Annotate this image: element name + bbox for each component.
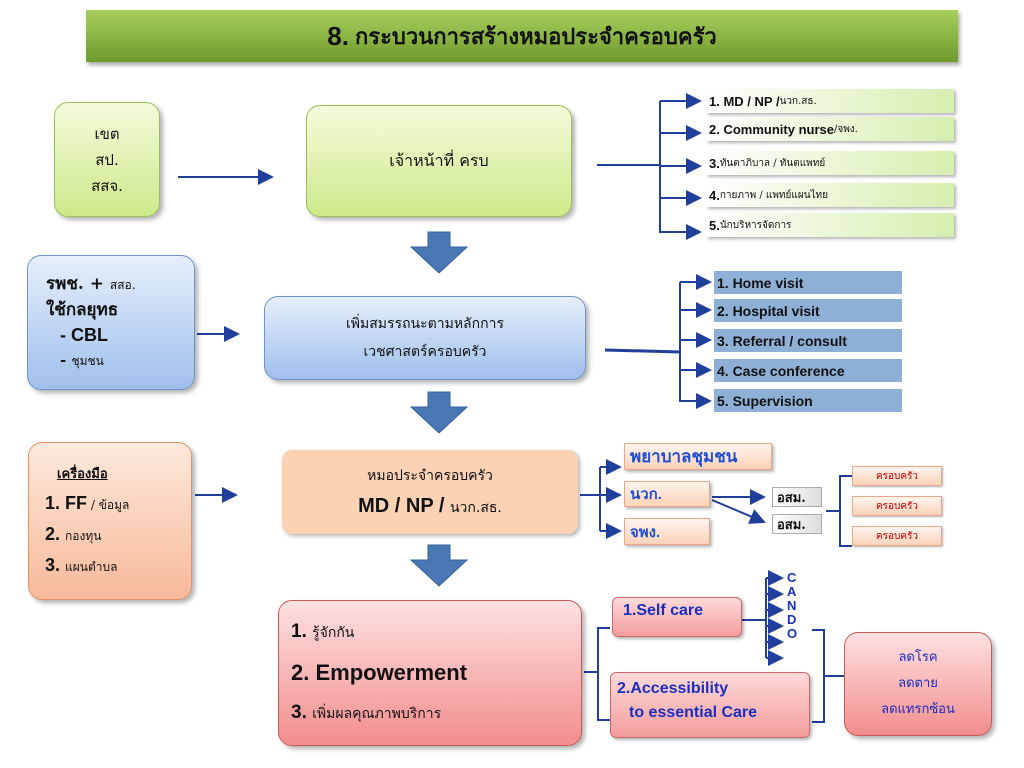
competency-line: เวชศาสตร์ครอบครัว <box>363 344 487 360</box>
family-doctor-box: หมอประจำครอบครัว MD / NP / นวก.สธ. <box>282 450 578 534</box>
cando-letter: O <box>787 626 798 641</box>
activity-item: 1. Home visit <box>714 271 902 294</box>
staff-item: 3. ทันตาภิบาล / ทันตแพทย์ <box>706 151 954 175</box>
outcomes-box: 1. รู้จักกัน 2. Empowerment 3. เพิ่มผลคุ… <box>278 600 582 746</box>
tools-box: เครื่องมือ 1. FF / ข้อมูล 2. กองทุน 3. แ… <box>28 442 192 600</box>
staff-item-label: 3. <box>709 155 720 171</box>
staff-item-sub: /จพง. <box>833 123 858 135</box>
activity-item: 2. Hospital visit <box>714 299 902 322</box>
tools-item: 3. แผนตำบล <box>45 551 118 582</box>
title-number: 8. <box>327 20 349 51</box>
tools-item-num: 2. <box>45 524 66 544</box>
staff-item: 2. Community nurse /จพง. <box>706 117 954 141</box>
staff-item-label: 4. <box>709 187 720 203</box>
org-line: สสจ. <box>91 176 123 195</box>
outcome-line: 1. รู้จักกัน <box>291 612 354 653</box>
tools-item: 2. กองทุน <box>45 520 101 551</box>
family-doctor-roles: MD / NP / นวก.สธ. <box>358 491 502 523</box>
cando-letter: D <box>787 612 797 627</box>
family-item: ครอบครัว <box>852 526 942 546</box>
strategy-line: รพช. + สสอ. <box>46 272 136 298</box>
tools-heading: เครื่องมือ <box>57 467 108 482</box>
family-doctor-title: หมอประจำครอบครัว <box>367 468 493 484</box>
staff-item-label: 5. <box>709 217 720 233</box>
competency-box: เพิ่มสมรรถนะตามหลักการ เวชศาสตร์ครอบครัว <box>264 296 586 380</box>
activity-item: 3. Referral / consult <box>714 329 902 352</box>
strategy-text: สสอ. <box>109 277 136 292</box>
staff-item-sub: กายภาพ / แพทย์แผนไทย <box>719 189 829 201</box>
tools-item: 1. FF / ข้อมูล <box>45 489 129 520</box>
activity-item: 5. Supervision <box>714 389 902 412</box>
staff-item: 1. MD / NP / นวก.สธ. <box>706 89 954 113</box>
strategy-text: รพช. + <box>46 273 110 294</box>
staff-item-sub: ทันตาภิบาล / ทันตแพทย์ <box>719 157 826 169</box>
accessibility-box: 2.Accessibility to essential Care <box>610 672 810 738</box>
cando-letter: A <box>787 584 797 599</box>
health-officer-item: นวก. <box>624 481 710 507</box>
title-text: กระบวนการสร้างหมอประจำครอบครัว <box>354 23 717 50</box>
accessibility-line: 2.Accessibility <box>617 680 729 697</box>
cando-letter: C <box>787 570 797 585</box>
reduction-line: ลดโรค <box>898 650 938 665</box>
staff-complete-box: เจ้าหน้าที่ ครบ <box>306 105 572 217</box>
activity-item: 4. Case conference <box>714 359 902 382</box>
strategy-text: ชุมชน <box>71 353 104 368</box>
strategy-line: ใช้กลยุทธ <box>46 299 119 320</box>
outcome-num: 1. <box>291 621 313 642</box>
staff-complete-label: เจ้าหน้าที่ ครบ <box>389 150 489 170</box>
strategy-text: - <box>60 350 72 369</box>
tools-item-text: กองทุน <box>65 529 102 543</box>
staff-item: 4. กายภาพ / แพทย์แผนไทย <box>706 183 954 207</box>
staff-item: 5. นักบริหารจัดการ <box>706 213 954 237</box>
volunteer-item: อสม. <box>772 487 822 507</box>
family-item: ครอบครัว <box>852 496 942 516</box>
family-doctor-roles-main: MD / NP / <box>358 495 450 517</box>
strategy-line: - ชุมชน <box>46 348 104 374</box>
staff-item-sub: นวก.สธ. <box>779 95 817 107</box>
tools-item-num: 3. <box>45 555 66 575</box>
cando-letter: N <box>787 598 797 613</box>
strategy-box: รพช. + สสอ. ใช้กลยุทธ - CBL - ชุมชน <box>27 255 195 390</box>
competency-line: เพิ่มสมรรถนะตามหลักการ <box>346 316 504 332</box>
family-item: ครอบครัว <box>852 466 942 486</box>
strategy-line: - CBL <box>60 324 108 345</box>
staff-item-label: 1. MD / NP / <box>709 93 780 109</box>
org-box-zone: เขต สป. สสจ. <box>54 102 160 217</box>
page-title: 8. กระบวนการสร้างหมอประจำครอบครัว <box>86 10 958 62</box>
org-line: สป. <box>95 150 119 169</box>
outcome-text: รู้จักกัน <box>312 625 355 641</box>
tools-item-num: 1. FF <box>45 493 88 513</box>
family-doctor-roles-sub: นวก.สธ. <box>449 500 502 516</box>
accessibility-line: to essential Care <box>629 704 758 721</box>
staff-item-sub: นักบริหารจัดการ <box>719 219 792 231</box>
self-care-box: 1.Self care <box>612 597 742 637</box>
staff-item-label: 2. Community nurse <box>709 121 834 137</box>
outcome-line: 3. เพิ่มผลคุณภาพบริการ <box>291 693 441 734</box>
tools-item-text: / ข้อมูล <box>87 498 130 512</box>
outcome-text: เพิ่มผลคุณภาพบริการ <box>312 706 442 722</box>
outcome-line: 2. Empowerment <box>291 660 468 685</box>
volunteer-item: อสม. <box>772 514 822 534</box>
org-line: เขต <box>94 124 120 143</box>
tools-item-text: แผนตำบล <box>65 560 118 574</box>
cando-list: C A N D O <box>787 571 797 641</box>
reduction-line: ลดแทรกซ้อน <box>881 702 955 717</box>
reduction-line: ลดตาย <box>898 676 938 691</box>
reduction-box: ลดโรค ลดตาย ลดแทรกซ้อน <box>844 632 992 736</box>
community-health-worker-item: จพง. <box>624 518 710 545</box>
community-nurse-item: พยาบาลชุมชน <box>624 443 772 470</box>
outcome-num: 3. <box>291 702 313 723</box>
